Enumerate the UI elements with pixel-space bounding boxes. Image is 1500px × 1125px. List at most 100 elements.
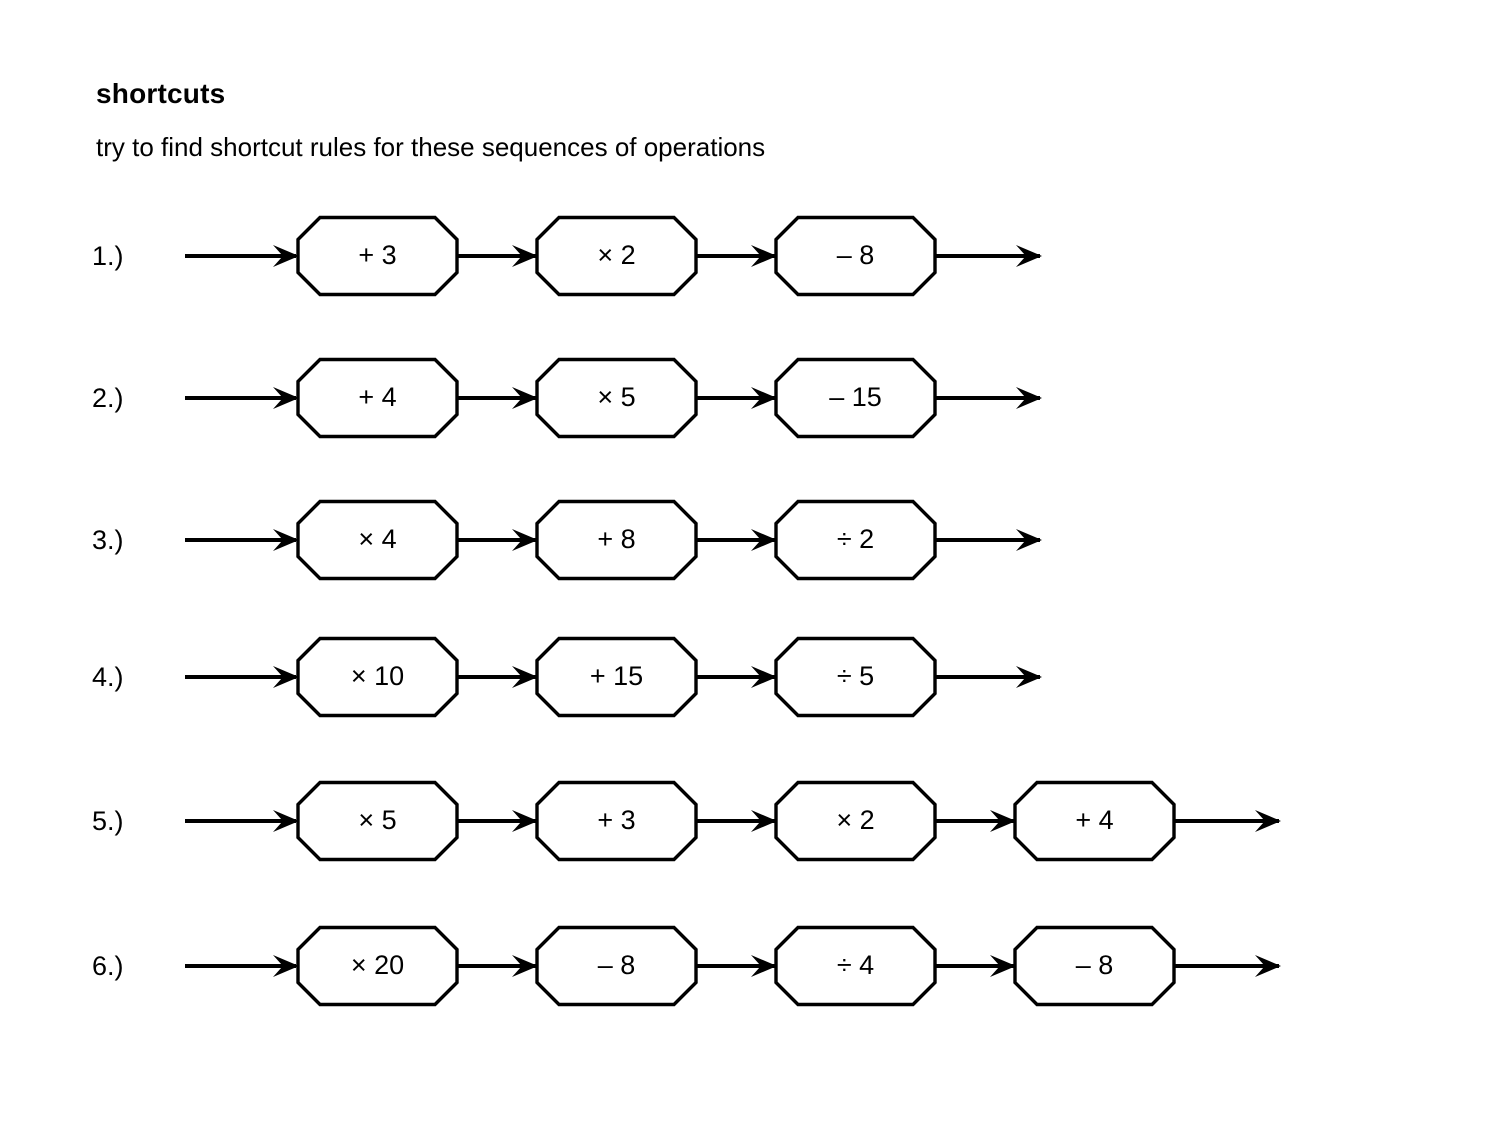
input-arrow-head <box>273 529 299 551</box>
operation-node[interactable]: – 8 <box>1013 925 1176 1007</box>
input-arrow-head <box>273 810 299 832</box>
output-arrow-head <box>1016 387 1042 409</box>
operation-row: 2.) + 4 × 5 – 15 <box>0 343 1500 453</box>
octagon-shape <box>774 636 937 718</box>
operation-row: 1.)+ 3× 2– 8 <box>0 201 1500 311</box>
operation-flow: + 3 × 2 – 8 <box>185 215 1042 297</box>
operation-row: 6.) × 20 – 8 ÷ 4 – 8 <box>0 911 1500 1021</box>
operation-label: + 4 <box>358 382 396 412</box>
operation-label: + 15 <box>590 661 643 691</box>
connector-arrow-head <box>751 387 777 409</box>
operation-flow: × 10 + 15 ÷ 5 <box>185 636 1042 718</box>
operation-node[interactable]: × 20 <box>296 925 459 1007</box>
operation-node[interactable]: × 2 <box>774 780 937 862</box>
octagon-shape <box>1013 925 1176 1007</box>
row-number-label: 3.) <box>92 524 124 555</box>
operation-node[interactable]: + 3 <box>296 215 459 297</box>
octagon-shape <box>774 499 937 581</box>
octagon-shape <box>296 357 459 439</box>
connector-arrow-head <box>990 810 1016 832</box>
operation-flow: × 20 – 8 ÷ 4 – 8 <box>185 925 1281 1007</box>
operation-node[interactable]: – 8 <box>774 215 937 297</box>
octagon-shape <box>1013 780 1176 862</box>
output-arrow-head <box>1255 810 1281 832</box>
operation-label: ÷ 2 <box>837 524 874 554</box>
operation-label: + 4 <box>1075 805 1113 835</box>
octagon-shape <box>296 925 459 1007</box>
operation-node[interactable]: × 5 <box>535 357 698 439</box>
operation-flow: + 4 × 5 – 15 <box>185 357 1042 439</box>
operation-node[interactable]: × 10 <box>296 636 459 718</box>
operation-label: × 4 <box>358 524 396 554</box>
operation-label: ÷ 5 <box>837 661 874 691</box>
octagon-shape <box>774 780 937 862</box>
connector-arrow-head <box>751 955 777 977</box>
input-arrow-head <box>273 955 299 977</box>
operation-node[interactable]: – 8 <box>535 925 698 1007</box>
operation-node[interactable]: × 4 <box>296 499 459 581</box>
operation-label: × 10 <box>351 661 404 691</box>
connector-arrow-head <box>512 387 538 409</box>
connector-arrow-head <box>751 810 777 832</box>
operation-row: 5.) × 5 + 3 × 2 + 4 <box>0 766 1500 876</box>
octagon-shape <box>774 215 937 297</box>
output-arrow-head <box>1016 666 1042 688</box>
connector-arrow-head <box>990 955 1016 977</box>
operation-label: + 8 <box>597 524 635 554</box>
operation-flow: × 4 + 8 ÷ 2 <box>185 499 1042 581</box>
operation-label: × 5 <box>597 382 635 412</box>
operation-flow: × 5 + 3 × 2 + 4 <box>185 780 1281 862</box>
operation-node[interactable]: + 8 <box>535 499 698 581</box>
octagon-shape <box>774 357 937 439</box>
row-number-label: 5.) <box>92 805 124 836</box>
operation-node[interactable]: + 4 <box>296 357 459 439</box>
operation-label: × 2 <box>597 240 635 270</box>
connector-arrow-head <box>751 666 777 688</box>
operation-label: – 8 <box>598 950 636 980</box>
operation-node[interactable]: × 2 <box>535 215 698 297</box>
connector-arrow-head <box>512 955 538 977</box>
operation-label: ÷ 4 <box>837 950 874 980</box>
operation-node[interactable]: × 5 <box>296 780 459 862</box>
output-arrow-head <box>1255 955 1281 977</box>
output-arrow-head <box>1016 245 1042 267</box>
operation-label: – 8 <box>837 240 875 270</box>
operation-node[interactable]: + 4 <box>1013 780 1176 862</box>
octagon-shape <box>535 499 698 581</box>
row-number-label: 4.) <box>92 661 124 692</box>
operation-node[interactable]: ÷ 4 <box>774 925 937 1007</box>
connector-arrow-head <box>512 245 538 267</box>
operation-node[interactable]: ÷ 2 <box>774 499 937 581</box>
row-number-label: 2.) <box>92 382 124 413</box>
operation-label: – 15 <box>829 382 882 412</box>
octagon-shape <box>296 636 459 718</box>
connector-arrow-head <box>512 666 538 688</box>
operation-node[interactable]: ÷ 5 <box>774 636 937 718</box>
octagon-shape <box>296 215 459 297</box>
operation-node[interactable]: – 15 <box>774 357 937 439</box>
octagon-shape <box>535 357 698 439</box>
operation-node[interactable]: + 3 <box>535 780 698 862</box>
octagon-shape <box>535 925 698 1007</box>
input-arrow-head <box>273 387 299 409</box>
operation-label: + 3 <box>358 240 396 270</box>
operation-label: × 20 <box>351 950 404 980</box>
row-number-label: 6.) <box>92 950 124 981</box>
connector-arrow-head <box>751 245 777 267</box>
operation-label: – 8 <box>1076 950 1114 980</box>
operation-row: 4.) × 10 + 15 ÷ 5 <box>0 622 1500 732</box>
output-arrow-head <box>1016 529 1042 551</box>
operation-label: × 5 <box>358 805 396 835</box>
octagon-shape <box>535 636 698 718</box>
connector-arrow-head <box>512 529 538 551</box>
operation-node[interactable]: + 15 <box>535 636 698 718</box>
octagon-shape <box>296 499 459 581</box>
octagon-shape <box>774 925 937 1007</box>
operation-label: × 2 <box>836 805 874 835</box>
operation-row: 3.) × 4 + 8 ÷ 2 <box>0 485 1500 595</box>
connector-arrow-head <box>512 810 538 832</box>
input-arrow-head <box>273 245 299 267</box>
connector-arrow-head <box>751 529 777 551</box>
octagon-shape <box>296 780 459 862</box>
